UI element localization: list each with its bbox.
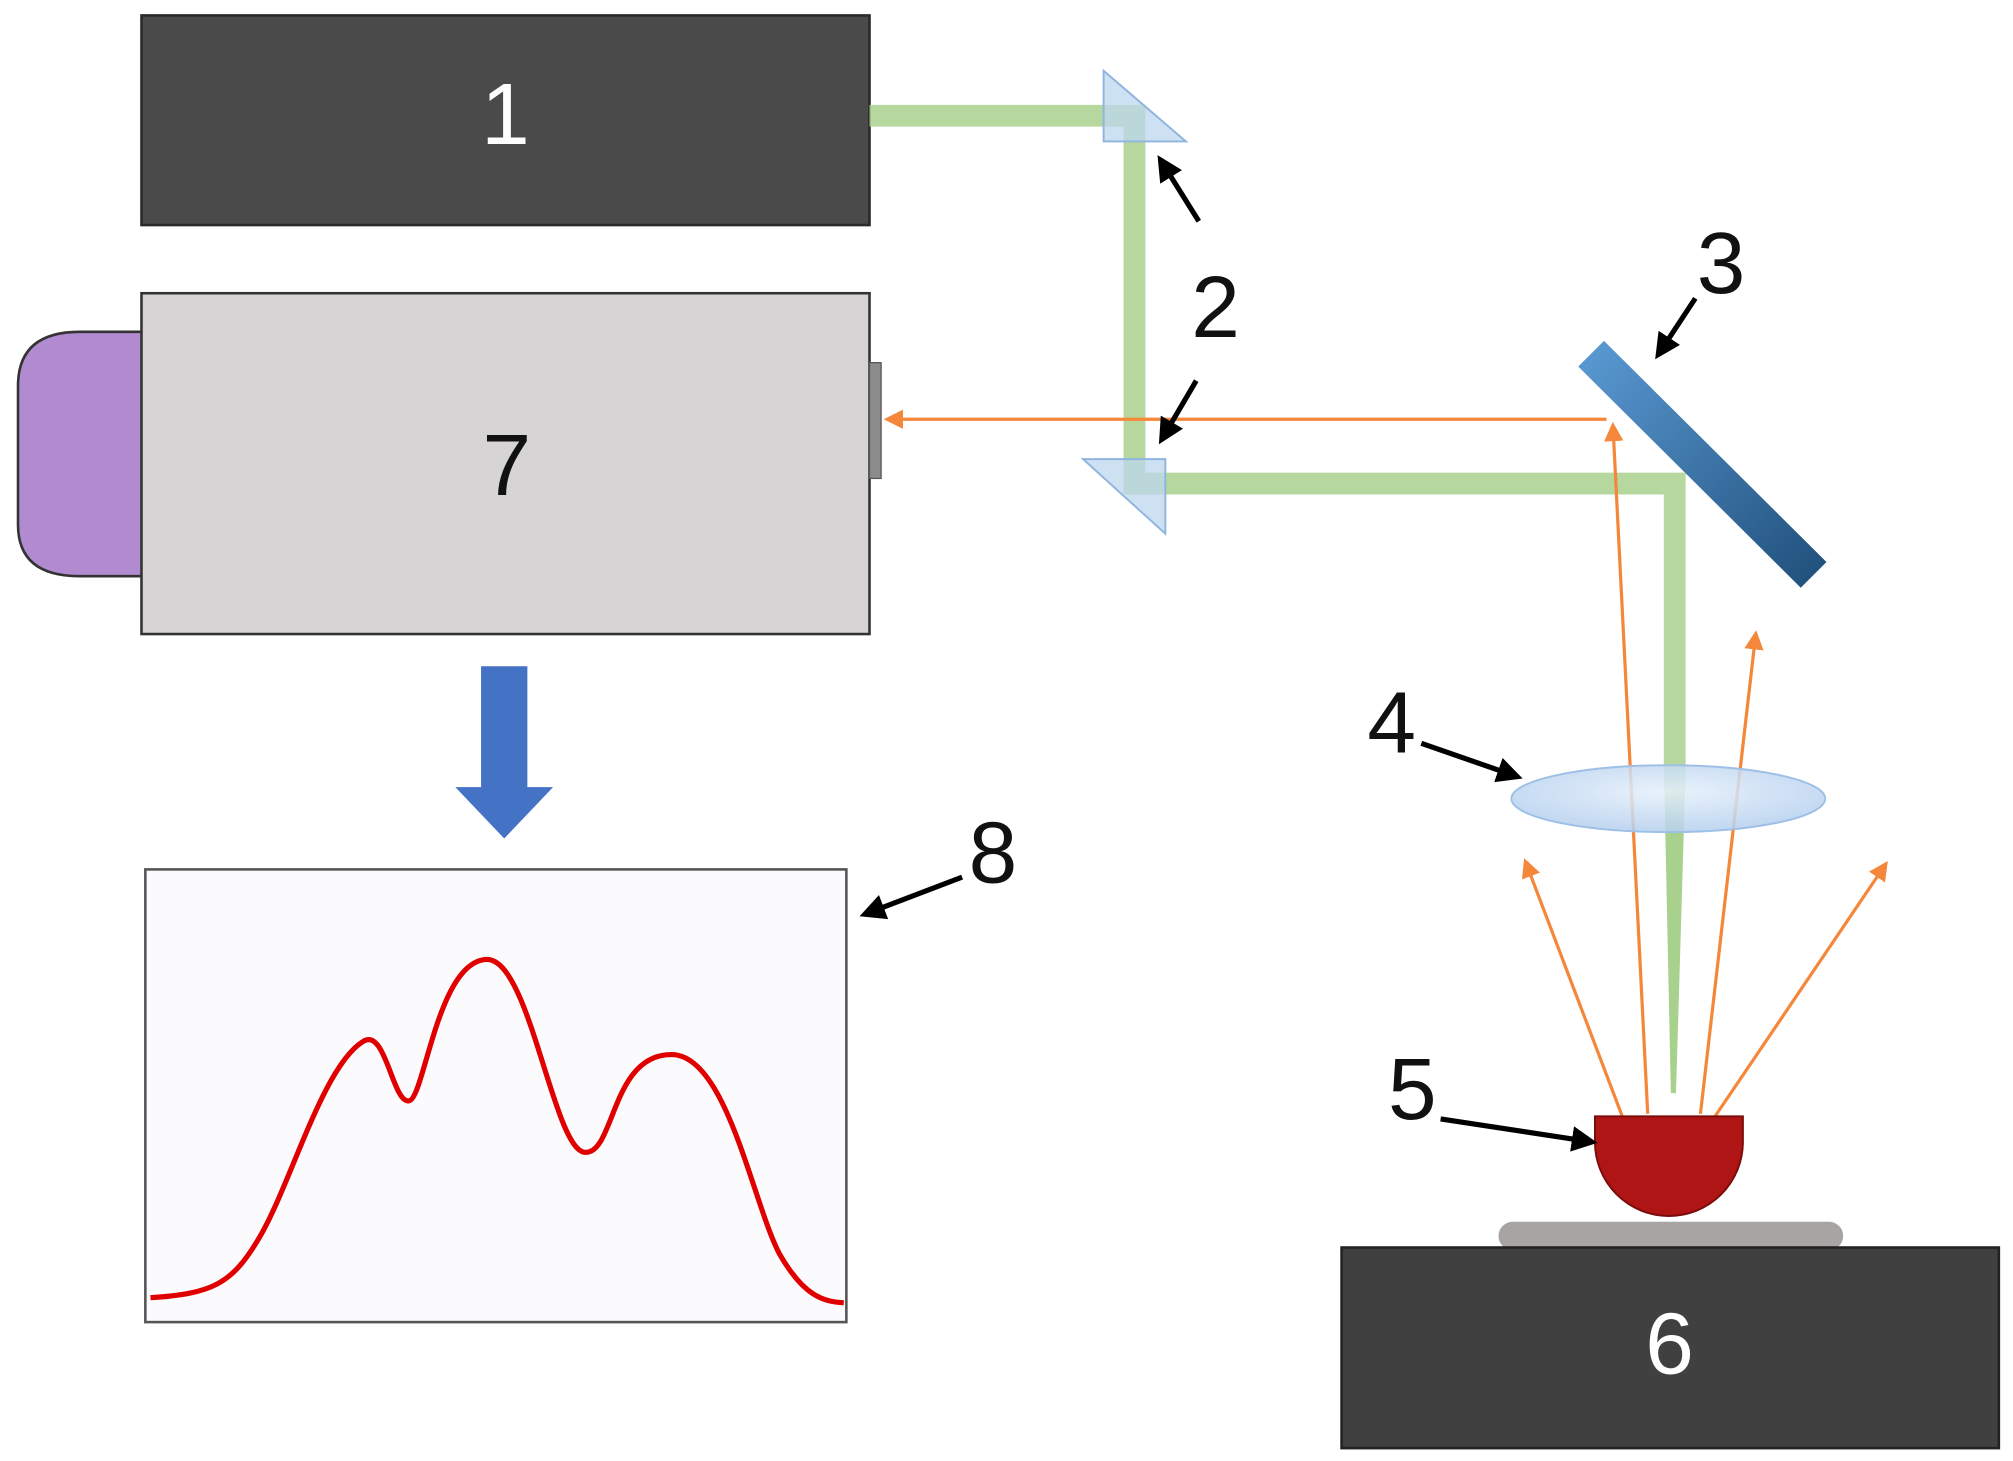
spectrum-curve (150, 956, 844, 1306)
pointer-arrow-mirror-upper (1157, 155, 1201, 223)
dichroic-label: 3 (1697, 214, 1746, 312)
spectrometer-label: 7 (482, 416, 531, 514)
upper-prism-mirror (1102, 68, 1189, 143)
spectrometer-cap (16, 330, 146, 578)
pointer-arrows (859, 155, 1698, 1152)
lens-label: 4 (1367, 673, 1416, 771)
dichroic-mirror (1578, 340, 1827, 588)
mirrors-label: 2 (1191, 258, 1240, 356)
focusing-lens (1510, 764, 1827, 834)
pointer-arrow-dichroic (1655, 296, 1698, 360)
pointer-arrow-mirror-lower (1158, 379, 1199, 445)
pointer-arrow-lens (1420, 740, 1523, 783)
substrate-slide (1498, 1221, 1844, 1251)
down-arrow-icon (455, 666, 554, 839)
spectrum-label: 8 (969, 803, 1018, 901)
spectrometer-box: 7 (16, 291, 882, 636)
entrance-slit (868, 362, 882, 480)
excitation-beam (869, 104, 1686, 1094)
laser-box: 1 (140, 14, 871, 227)
spectrum-plot (144, 868, 848, 1324)
sample-label: 5 (1388, 1040, 1437, 1138)
lower-prism-mirror (1080, 458, 1167, 536)
sample-hemisphere (1594, 1115, 1744, 1217)
pointer-arrow-spectrum (859, 874, 964, 920)
stage-label: 6 (1645, 1295, 1694, 1393)
sample-stage: 6 (1340, 1221, 2001, 1450)
pointer-arrow-sample (1440, 1116, 1598, 1152)
laser-label: 1 (481, 65, 530, 163)
